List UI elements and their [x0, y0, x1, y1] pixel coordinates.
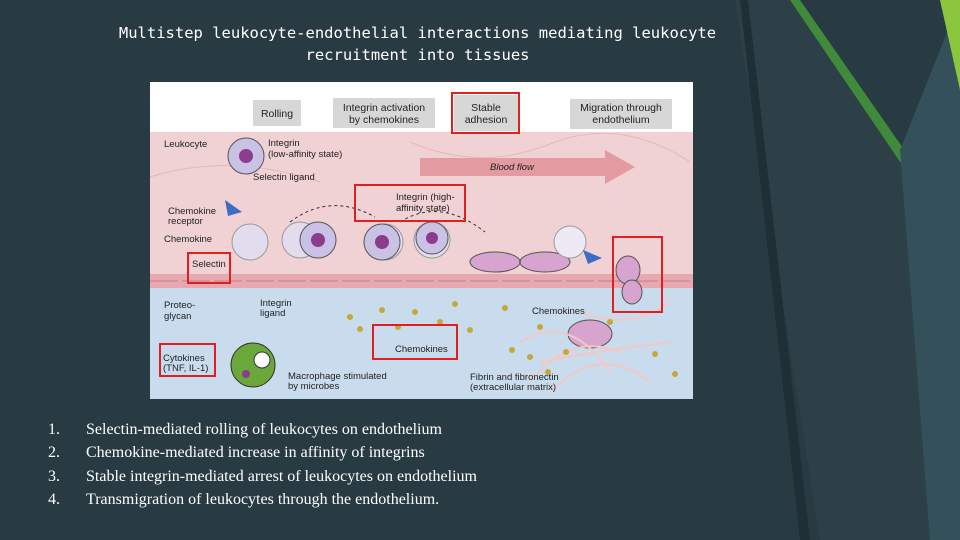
step-item: 4. Transmigration of leukocytes through t…: [48, 488, 477, 511]
header-rolling: Rolling: [261, 108, 293, 120]
label-chemokines-right: Chemokines: [532, 306, 585, 317]
label-fibrin-1: Fibrin and fibronectin: [470, 372, 559, 383]
label-integrin-ligand-2: ligand: [260, 308, 285, 319]
step-number: 3.: [48, 467, 60, 485]
migrating-cell: [615, 255, 641, 285]
label-cytokines-2: (TNF, IL-1): [163, 363, 208, 374]
step-item: 2. Chemokine-mediated increase in affinit…: [48, 441, 477, 464]
label-selectin-ligand: Selectin ligand: [253, 172, 315, 183]
step-text: Stable integrin-mediated arrest of leuko…: [86, 467, 477, 485]
title-line-1: Multistep leukocyte-endothelial interact…: [118, 24, 717, 42]
label-macrophage-2: by microbes: [288, 381, 339, 392]
label-macrophage-1: Macrophage stimulated: [288, 371, 387, 382]
label-integrin-low-1: Integrin: [268, 138, 300, 149]
label-proteoglycan-1: Proteo-: [164, 300, 195, 311]
step-number: 4.: [48, 490, 60, 508]
label-fibrin-2: (extracellular matrix): [470, 382, 556, 393]
highlight-stable-adhesion: [451, 92, 520, 134]
label-integrin-ligand-1: Integrin: [260, 298, 292, 309]
rolling-cell-1: [231, 223, 269, 261]
highlight-cytokines: [159, 343, 216, 377]
highlight-migration: [612, 236, 663, 313]
highlight-chemokines: [372, 324, 458, 360]
step-text: Chemokine-mediated increase in affinity …: [86, 444, 425, 462]
label-selectin: Selectin: [192, 259, 226, 270]
adherent-cell-1: [469, 251, 521, 273]
label-integrin-high-2: affinity state): [396, 203, 450, 214]
label-chemokine-receptor-2: receptor: [168, 216, 203, 227]
step-item: 3. Stable integrin-mediated arrest of leu…: [48, 465, 477, 488]
blood-flow-arrow: [420, 150, 635, 184]
header-box-stable-adhesion: [454, 95, 518, 131]
header-box-integrin-activation: [333, 98, 435, 128]
header-integrin-activation-1: Integrin activation: [343, 102, 425, 114]
step-number: 2.: [48, 444, 60, 462]
transmigrated-cell: [567, 319, 613, 349]
step-item: 1. Selectin-mediated rolling of leukocyte…: [48, 418, 477, 441]
step-number: 1.: [48, 421, 60, 438]
header-stable-adhesion-1: Stable: [471, 102, 501, 114]
label-chemokine-cut: Chemokine: [164, 234, 212, 245]
header-box-rolling: [253, 100, 301, 126]
step-text: Selectin-mediated rolling of leukocytes …: [86, 421, 442, 438]
slide-title: Multistep leukocyte-endothelial interact…: [110, 22, 725, 66]
label-proteoglycan-2: glycan: [164, 311, 191, 322]
header-migration-1: Migration through: [580, 102, 662, 114]
label-cytokines-1: Cytokines: [163, 353, 205, 364]
header-stable-adhesion-2: adhesion: [465, 114, 508, 126]
header-box-migration: [570, 99, 672, 129]
label-integrin-high-1: Integrin (high-: [396, 192, 455, 203]
label-chemokines-box: Chemokines: [395, 344, 448, 355]
label-integrin-low-2: (low-affinity state): [268, 149, 342, 160]
highlight-integrin-high: [354, 184, 466, 222]
blood-flow-label: Blood flow: [490, 162, 535, 173]
header-integrin-activation-2: by chemokines: [349, 114, 419, 126]
steps-list: 1. Selectin-mediated rolling of leukocyte…: [48, 418, 477, 511]
label-chemokine-receptor-1: Chemokine: [168, 206, 216, 217]
step-text: Transmigration of leukocytes through the…: [86, 490, 440, 508]
highlight-selectin: [187, 252, 231, 284]
label-leukocyte: Leukocyte: [164, 139, 207, 150]
figure-svg: Rolling Integrin activation by chemokine…: [150, 82, 693, 399]
adherent-cell-2: [519, 251, 571, 273]
header-migration-2: endothelium: [592, 114, 649, 126]
chemokine-particles: [347, 301, 678, 377]
title-line-2: recruitment into tissues: [305, 46, 530, 64]
leukocyte-recruitment-figure: Rolling Integrin activation by chemokine…: [150, 82, 693, 399]
